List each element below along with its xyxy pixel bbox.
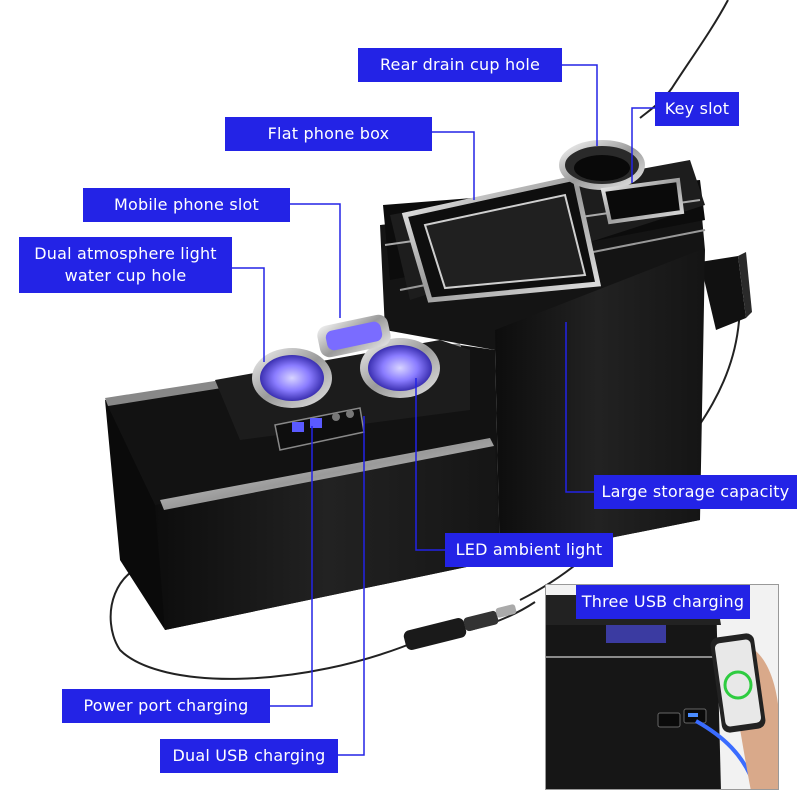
- callout-key-slot: Key slot: [655, 92, 739, 126]
- leader-lines: [232, 64, 655, 756]
- mobile-phone-slot: [317, 314, 391, 358]
- power-plug: [403, 604, 517, 650]
- callout-rear-drain-cup-hole: Rear drain cup hole: [358, 48, 562, 82]
- rear-cup-hole: [559, 140, 645, 190]
- callout-dual-atmosphere-light-line1: Dual atmosphere light: [34, 244, 217, 263]
- callout-three-usb-charging: Three USB charging: [576, 585, 750, 619]
- callout-flat-phone-box: Flat phone box: [225, 117, 432, 151]
- callout-large-storage-capacity: Large storage capacity: [594, 475, 797, 509]
- plug-cable: [109, 559, 421, 680]
- power-cable: [639, 0, 729, 119]
- callout-dual-usb-charging: Dual USB charging: [160, 739, 338, 773]
- power-adapter-box: [700, 252, 752, 330]
- flat-phone-box-tray: [401, 175, 602, 303]
- callout-dual-atmosphere-light-line2: water cup hole: [64, 266, 187, 285]
- callout-led-ambient-light: LED ambient light: [445, 533, 613, 567]
- front-cup-hole-left: [252, 348, 332, 408]
- callout-power-port-charging: Power port charging: [62, 689, 270, 723]
- key-slot: [600, 177, 685, 225]
- callout-dual-atmosphere-light: Dual atmosphere light water cup hole: [19, 237, 232, 293]
- phone-charging-ring: [723, 670, 753, 700]
- callout-mobile-phone-slot: Mobile phone slot: [83, 188, 290, 222]
- inset-usb-detail-photo: Three USB charging: [545, 584, 779, 790]
